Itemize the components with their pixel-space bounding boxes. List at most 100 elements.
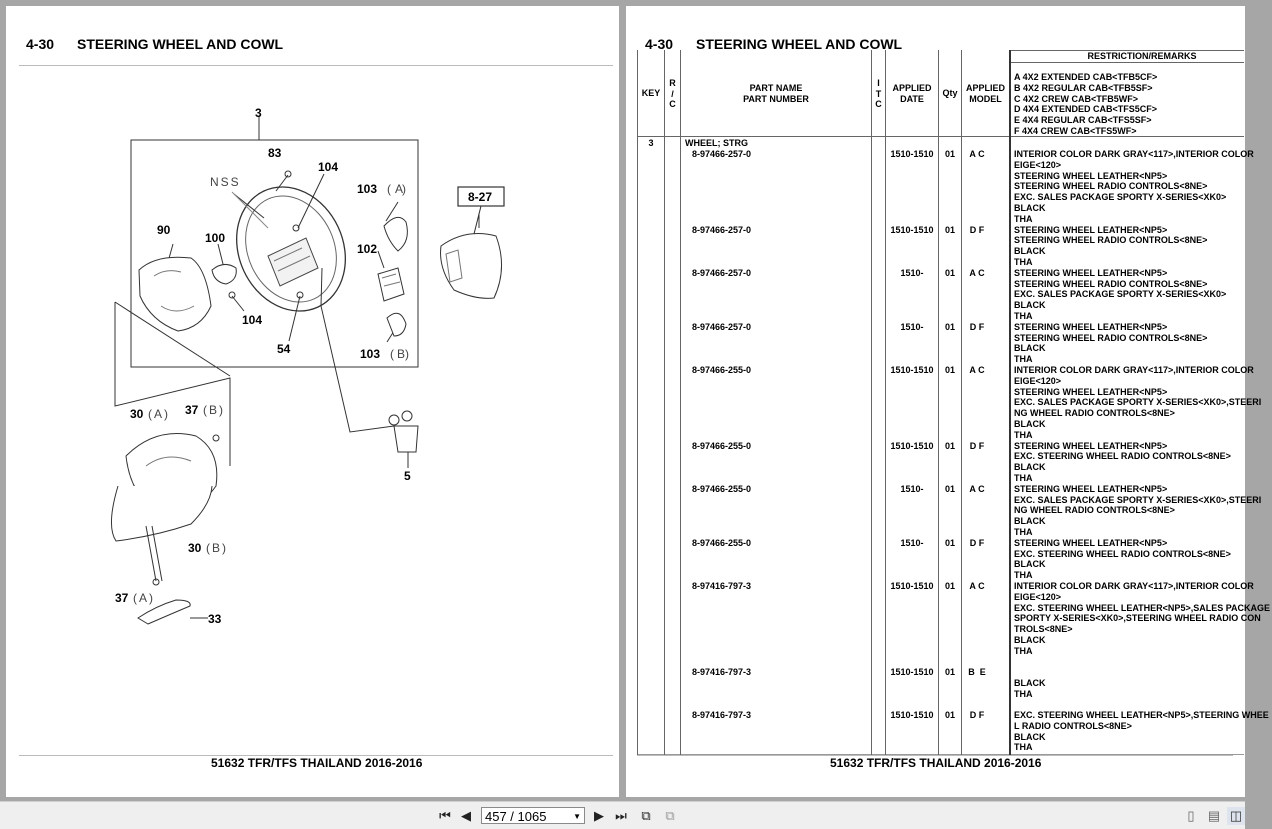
remark-line: STEERING WHEEL LEATHER<NP5> — [1014, 386, 1168, 397]
qty: 01 — [944, 581, 955, 591]
remark-line: STEERING WHEEL LEATHER<NP5> — [1014, 170, 1168, 181]
legend-a: A 4X2 EXTENDED CAB<TFB5CF> — [1014, 72, 1158, 82]
remark-line: THA — [1014, 354, 1033, 365]
qty: 01 — [944, 149, 955, 159]
callout-37b-letter: B — [209, 403, 217, 417]
qty: 01 — [944, 537, 955, 548]
applied-date: 1510-1510 — [890, 224, 934, 235]
part-number: 8-97466-255-0 — [692, 365, 752, 375]
callout-100: 100 — [205, 231, 225, 245]
remarks: STEERING WHEEL LEATHER<NP5>EXC. SALES PA… — [1014, 484, 1261, 538]
col-rule — [961, 50, 962, 756]
callout-103b-open: ( — [390, 347, 394, 361]
remarks: STEERING WHEEL LEATHER<NP5>EXC. STEERING… — [1014, 538, 1231, 581]
remark-line: STEERING WHEEL LEATHER<NP5> — [1014, 440, 1168, 451]
remarks: INTERIOR COLOR DARK GRAY<117>,INTERIOR C… — [1014, 581, 1270, 657]
applied-model: A C — [969, 581, 985, 591]
callout-103a-letter: A — [395, 182, 403, 196]
footer-rule — [19, 755, 613, 756]
facing-view-icon[interactable]: ◫ — [1227, 807, 1245, 825]
steering-wheel-shape — [236, 186, 346, 312]
qty: 01 — [944, 667, 955, 678]
callout-33: 33 — [208, 612, 222, 626]
callout-102: 102 — [357, 242, 377, 256]
remark-line: THA — [1014, 472, 1033, 483]
rotate-page-icon[interactable]: ⧉ — [641, 808, 651, 823]
header-date-2: DATE — [900, 93, 924, 104]
previous-page-button[interactable]: ◀ — [461, 808, 471, 823]
callout-3: 3 — [255, 106, 262, 120]
callout-37a: 37 — [115, 591, 129, 605]
legend-e: E 4X4 REGULAR CAB<TFS5SF> — [1014, 115, 1152, 126]
remark-line: TROLS<8NE> — [1014, 624, 1073, 635]
qty: 01 — [944, 321, 955, 332]
applied-model: A C — [969, 483, 985, 494]
part-number: 8-97416-797-3 — [692, 667, 752, 678]
single-page-view-icon[interactable]: ▯ — [1187, 808, 1195, 823]
remark-line: THA — [1014, 742, 1033, 753]
col-rule — [938, 50, 939, 756]
page-number-select[interactable]: 457 / 1065 ▼ — [481, 807, 585, 824]
header-rc-1: R — [669, 78, 676, 88]
callout-8-27: 8-27 — [468, 190, 492, 204]
group-name: WHEEL; STRG — [685, 138, 748, 148]
applied-model: D F — [969, 710, 985, 720]
legend-b: B 4X2 REGULAR CAB<TFB5SF> — [1014, 82, 1153, 93]
remark-line: INTERIOR COLOR DARK GRAY<117>,INTERIOR C… — [1014, 149, 1254, 159]
remark-line: BLACK — [1014, 202, 1046, 213]
col-rule — [664, 50, 665, 756]
applied-date: 1510-1510 — [890, 149, 934, 159]
part-number: 8-97416-797-3 — [692, 581, 752, 591]
col-rule — [1009, 50, 1011, 756]
header-rc: R / C — [665, 78, 680, 110]
next-page-button[interactable]: ▶ — [594, 808, 604, 823]
page-footer: 51632 TFR/TFS THAILAND 2016-2016 — [830, 756, 1042, 770]
remark-line: STEERING WHEEL RADIO CONTROLS<8NE> — [1014, 181, 1208, 192]
header-bottom-rule — [638, 136, 1244, 137]
callout-30b-close: ) — [222, 541, 226, 555]
chevron-down-icon: ▼ — [573, 812, 581, 821]
remark-line: NG WHEEL RADIO CONTROLS<8NE> — [1014, 505, 1175, 516]
header-itc-3: C — [875, 99, 882, 109]
qty: 01 — [944, 710, 955, 720]
legend-f: F 4X4 CREW CAB<TFS5WF> — [1014, 125, 1137, 136]
applied-date: 1510-1510 — [890, 667, 934, 678]
callout-30b-letter: B — [212, 541, 220, 555]
callout-103b-letter: B — [397, 347, 405, 361]
part-number: 8-97466-257-0 — [692, 224, 752, 235]
callout-nss: NSS — [210, 175, 241, 189]
applied-date: 1510- — [900, 321, 924, 332]
remark-line: EIGE<120> — [1014, 159, 1062, 170]
legend-d: D 4X4 EXTENDED CAB<TFS5CF> — [1014, 104, 1158, 115]
callout-30b: 30 — [188, 541, 202, 555]
callout-30b-open: ( — [206, 541, 210, 555]
qty: 01 — [944, 267, 955, 278]
callout-5: 5 — [404, 469, 411, 483]
remarks: STEERING WHEEL LEATHER<NP5>STEERING WHEE… — [1014, 322, 1207, 365]
qty: 01 — [944, 224, 955, 235]
remarks: INTERIOR COLOR DARK GRAY<117>,INTERIOR C… — [1014, 149, 1254, 225]
remark-line: BLACK — [1014, 246, 1046, 257]
remark-line: EIGE<120> — [1014, 591, 1062, 602]
continuous-view-icon[interactable]: ▤ — [1207, 808, 1221, 823]
last-page-button[interactable]: ⏭ — [615, 808, 627, 823]
remarks: STEERING WHEEL LEATHER<NP5>STEERING WHEE… — [1014, 225, 1207, 268]
applied-model: B E — [968, 667, 986, 678]
section-title: STEERING WHEEL AND COWL — [696, 36, 903, 52]
remark-line: BLACK — [1014, 677, 1046, 688]
remark-line: BLACK — [1014, 462, 1046, 473]
applied-date: 1510-1510 — [890, 365, 934, 375]
callout-90: 90 — [157, 223, 171, 237]
remarks: STEERING WHEEL LEATHER<NP5>STEERING WHEE… — [1014, 268, 1226, 322]
first-page-button[interactable]: ⏮ — [439, 808, 451, 823]
remark-line: THA — [1014, 310, 1033, 321]
copy-page-icon[interactable]: ⧉ — [665, 808, 675, 823]
callout-103b: 103 — [360, 347, 380, 361]
callout-103b-close: ) — [405, 347, 409, 361]
remark-line: STEERING WHEEL LEATHER<NP5> — [1014, 537, 1168, 548]
remark-line: STEERING WHEEL RADIO CONTROLS<8NE> — [1014, 235, 1208, 246]
header-rc-3: C — [669, 99, 676, 109]
header-model-1: APPLIED — [965, 83, 1005, 93]
applied-date: 1510- — [900, 483, 924, 494]
